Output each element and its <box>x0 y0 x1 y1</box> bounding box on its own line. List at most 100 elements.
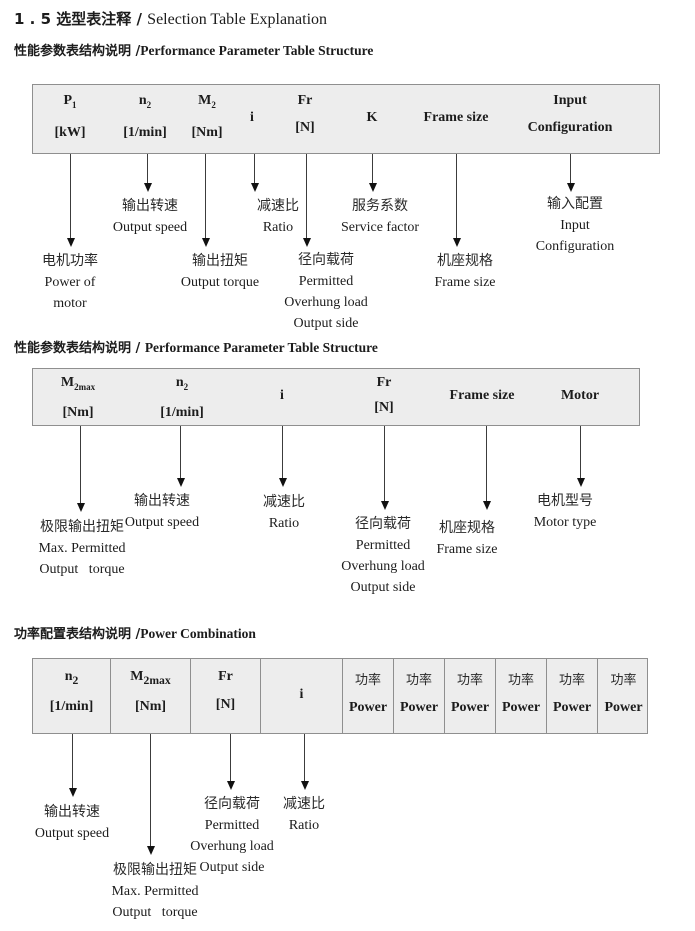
column-subscript: 1 <box>72 99 77 110</box>
callout-en: Output torque <box>112 905 198 920</box>
callout-en: Output speed <box>34 826 110 841</box>
section3-heading: 功率配置表结构说明 /Power Combination <box>14 623 256 642</box>
callout-cn: 输出扭矩 <box>192 253 248 269</box>
callout-cn: 输出转速 <box>121 198 178 214</box>
arrow-down-icon <box>452 238 461 247</box>
column-title-line: i <box>250 109 254 126</box>
callout-label: 输出转速 Output speed <box>113 196 187 238</box>
column-symbol: Fr <box>376 375 392 390</box>
callout-en: Configuration <box>535 239 615 254</box>
arrow-stem <box>72 734 73 789</box>
column-symbol: M <box>198 93 212 108</box>
column-symbol: K <box>366 110 378 125</box>
column-symbol: n <box>64 669 73 684</box>
callout-en: Permitted <box>355 538 411 553</box>
callout-en: Overhung load <box>341 559 425 574</box>
page-title: 1 . 5 选型表注释 / Selection Table Explanatio… <box>14 8 327 29</box>
column-title-line: Frame size <box>424 109 489 126</box>
column-title-line: Input <box>528 92 613 109</box>
arrow-stem <box>570 154 571 184</box>
section2-heading: 性能参数表结构说明 / Performance Parameter Table … <box>14 337 378 356</box>
arrow-stem <box>306 154 307 239</box>
column-subscript: 2 <box>72 673 79 687</box>
callout-en: Power of <box>44 275 96 290</box>
arrow-down-icon <box>300 781 309 790</box>
power-label-en: Power <box>399 700 439 715</box>
arrow-stem <box>147 154 148 184</box>
param-table-2 <box>32 368 640 426</box>
arrow-down-icon <box>76 503 85 512</box>
section1-heading-cn: 性能参数表结构说明 / <box>14 44 141 59</box>
arrow-stem <box>384 426 385 502</box>
column-symbol: i <box>250 110 254 125</box>
column-unit: [1/min] <box>160 404 204 420</box>
column-symbol: i <box>299 687 304 702</box>
arrow-stem <box>150 734 151 847</box>
arrow-down-icon <box>176 478 185 487</box>
power-label-cn: 功率 <box>507 673 534 688</box>
table-cell: i <box>261 659 343 733</box>
power-label-cn: 功率 <box>456 673 483 688</box>
callout-label: 机座规格 Frame size <box>434 251 495 293</box>
column-symbol: Motor <box>560 388 600 403</box>
callout-cn: 减速比 <box>263 494 305 510</box>
arrow-down-icon <box>226 781 235 790</box>
arrow-stem <box>282 426 283 479</box>
callout-cn: 减速比 <box>283 796 325 812</box>
table-cell: n2 [1/min] <box>33 659 111 733</box>
power-label-cn: 功率 <box>558 673 585 688</box>
arrow-down-icon <box>68 788 77 797</box>
arrow-stem <box>304 734 305 782</box>
column-subscript: 2 <box>146 99 152 110</box>
column-header: Frame size <box>424 109 489 126</box>
column-symbol: Fr <box>218 669 233 684</box>
arrow-down-icon <box>380 501 389 510</box>
power-label-en: Power <box>501 700 541 715</box>
power-label-en: Power <box>450 700 490 715</box>
column-title-line: P1 <box>54 92 85 114</box>
callout-cn: 极限输出扭矩 <box>112 862 197 878</box>
callout-en: Frame size <box>434 275 496 290</box>
column-header: M2[Nm] <box>191 92 222 141</box>
column-title-line: n2 <box>160 374 204 396</box>
section2-heading-en: Performance Parameter Table Structure <box>144 340 378 355</box>
power-label-en: Power <box>552 700 592 715</box>
arrow-stem <box>580 426 581 479</box>
column-unit: [1/min] <box>49 698 94 714</box>
column-unit: [N] <box>215 697 236 712</box>
callout-en: Input <box>560 218 590 233</box>
section1-heading-en: Performance Parameter Table Structure <box>140 43 374 58</box>
callout-cn: 机座规格 <box>437 253 493 269</box>
callout-cn: 减速比 <box>257 198 299 214</box>
callout-en: Output speed <box>112 220 188 235</box>
column-unit: [Nm] <box>191 124 223 140</box>
column-unit: [Nm] <box>62 404 94 420</box>
callout-en: Output side <box>350 580 416 595</box>
table-cell: Fr [N] <box>191 659 261 733</box>
arrow-down-icon <box>566 183 575 192</box>
column-subscript: 2 <box>183 381 189 392</box>
table-cell: 功率 Power <box>445 659 496 733</box>
column-symbol: Frame size <box>449 388 515 403</box>
callout-cn: 输出转速 <box>133 493 190 509</box>
callout-en: Output torque <box>39 562 125 577</box>
power-label-en: Power <box>348 700 388 715</box>
callout-cn: 径向载荷 <box>298 252 354 268</box>
section3-heading-cn: 功率配置表结构说明 / <box>14 627 141 642</box>
column-unit: Configuration <box>527 120 613 135</box>
callout-cn: 极限输出扭矩 <box>39 519 124 535</box>
arrow-down-icon <box>146 846 155 855</box>
column-subscript: 2max <box>143 673 171 687</box>
column-header: Motor <box>561 387 599 404</box>
arrow-down-icon <box>201 238 210 247</box>
callout-en: motor <box>53 296 87 311</box>
callout-cn: 径向载荷 <box>355 516 411 532</box>
